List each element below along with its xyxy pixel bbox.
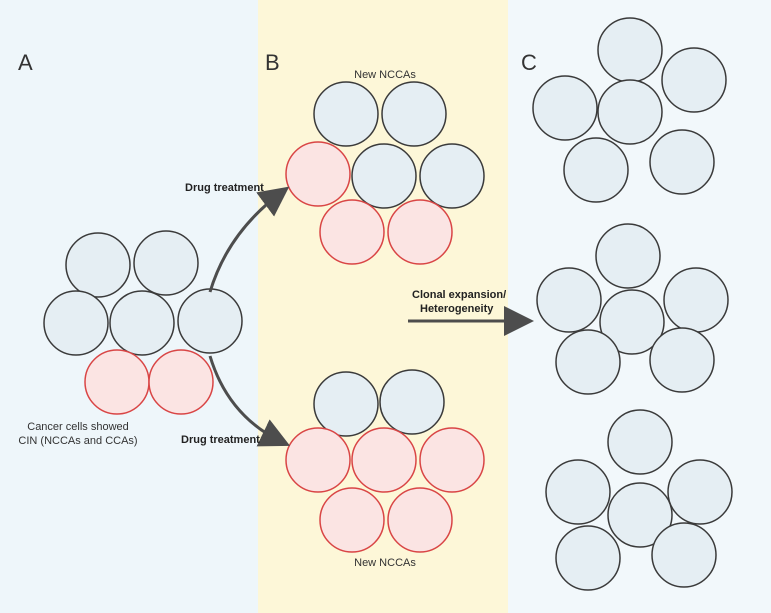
altered-cell (84, 349, 150, 415)
clonal-expansion-label-line1: Clonal expansion/ (412, 289, 506, 301)
panel-letter-b: B (265, 50, 280, 75)
panel-a-caption-line1: Cancer cells showed (27, 421, 129, 433)
cell (532, 75, 598, 141)
cell (663, 267, 729, 333)
altered-cell (387, 199, 453, 265)
panel-letter-a: A (18, 50, 33, 75)
altered-cell (285, 427, 351, 493)
panel-a-caption-line2: CIN (NCCAs and CCAs) (18, 435, 137, 447)
cell (65, 232, 131, 298)
drug-treatment-label-top: Drug treatment (185, 182, 264, 194)
cell (351, 143, 417, 209)
cell (43, 290, 109, 356)
cell (597, 79, 663, 145)
cell (177, 288, 243, 354)
cell (667, 459, 733, 525)
cell (599, 289, 665, 355)
cell (313, 81, 379, 147)
altered-cell (319, 199, 385, 265)
altered-cell (285, 141, 351, 207)
cell (649, 327, 715, 393)
cell (555, 525, 621, 591)
cell (545, 459, 611, 525)
panel-b-bottom-label: New NCCAs (354, 557, 416, 569)
cell (379, 369, 445, 435)
cell (381, 81, 447, 147)
cell (419, 143, 485, 209)
cell (133, 230, 199, 296)
cell (649, 129, 715, 195)
altered-cell (351, 427, 417, 493)
drug-treatment-arrow-top (208, 186, 290, 293)
cell (607, 482, 673, 548)
altered-cell (419, 427, 485, 493)
panel-b-top-label: New NCCAs (354, 69, 416, 81)
cell (651, 522, 717, 588)
cell (595, 223, 661, 289)
altered-cell (387, 487, 453, 553)
clonal-expansion-label-line2: Heterogeneity (420, 303, 494, 315)
cell (313, 371, 379, 437)
altered-cell (319, 487, 385, 553)
cell (109, 290, 175, 356)
cell (555, 329, 621, 395)
cell (536, 267, 602, 333)
altered-cell (148, 349, 214, 415)
drug-treatment-label-bottom: Drug treatment (181, 434, 260, 446)
cell (563, 137, 629, 203)
cell (661, 47, 727, 113)
drug-treatment-arrow-bottom (208, 355, 291, 447)
panel-letter-c: C (521, 50, 537, 75)
cell (597, 17, 663, 83)
cell (607, 409, 673, 475)
cells-layer (43, 17, 733, 591)
